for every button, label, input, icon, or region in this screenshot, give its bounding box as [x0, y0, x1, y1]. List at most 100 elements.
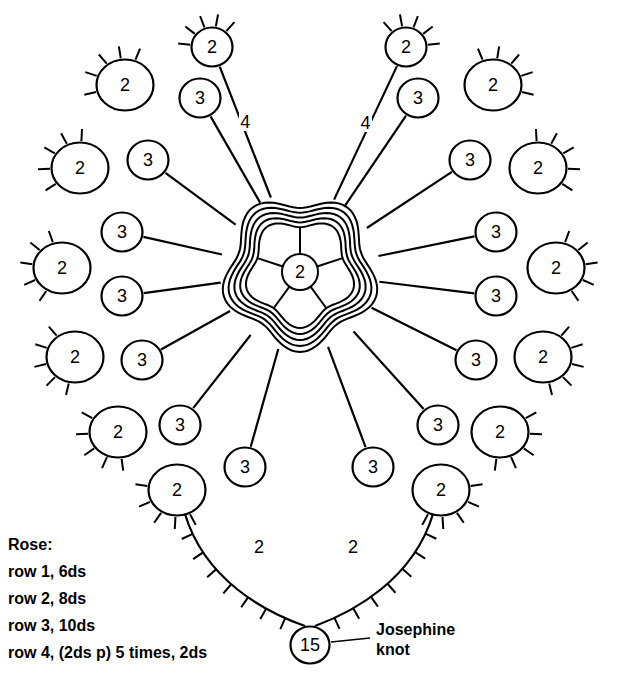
- chain-loop: 2: [50, 141, 110, 195]
- ring-outline: [413, 465, 470, 516]
- ring-outline: [160, 406, 201, 445]
- rose-heading: Rose:: [8, 535, 52, 555]
- ring-outline: [128, 141, 169, 180]
- stitch-count: 3: [143, 151, 153, 169]
- chain-count: 2: [348, 536, 358, 559]
- chain-connector: [367, 172, 452, 228]
- stitch-count: 2: [533, 159, 543, 177]
- stitch-count: 2: [551, 259, 561, 277]
- picot: [40, 291, 47, 301]
- petal-line: [299, 227, 301, 254]
- ring-outline: [102, 213, 143, 252]
- stitch-count: 3: [137, 351, 147, 369]
- ring-outline: [418, 406, 459, 445]
- tatted-ring: 3: [474, 275, 518, 317]
- chain-loop: 2: [45, 330, 105, 384]
- picot: [139, 502, 150, 507]
- picot: [521, 72, 532, 76]
- stitch-count: 2: [172, 481, 182, 499]
- picot: [84, 92, 96, 95]
- ring-outline: [47, 332, 104, 383]
- tatted-ring: 3: [126, 139, 170, 181]
- stitch-count: 2: [113, 423, 123, 441]
- ring-outline: [122, 341, 163, 380]
- picot: [122, 459, 124, 471]
- josephine-knot: 15: [289, 625, 331, 665]
- ring-outline: [52, 143, 109, 194]
- stitch-count: 3: [117, 287, 127, 305]
- ring-outline: [353, 448, 394, 487]
- tatted-ring: 3: [454, 339, 498, 381]
- chain-loop: 2: [32, 241, 92, 295]
- picot: [468, 502, 479, 507]
- picot: [47, 377, 55, 386]
- bottom-chain: [315, 514, 433, 626]
- chain-loop: 2: [95, 58, 155, 112]
- picot: [49, 327, 57, 336]
- picot: [563, 377, 571, 386]
- picot: [471, 484, 483, 486]
- picot: [193, 552, 203, 559]
- stitch-count: 2: [207, 38, 217, 56]
- chain-loop: 2: [470, 405, 530, 459]
- ring-outline: [149, 465, 206, 516]
- picot: [178, 43, 190, 44]
- chain-connector: [211, 116, 261, 202]
- picot: [428, 43, 440, 44]
- picot: [185, 27, 195, 34]
- chain-loop: 2: [513, 330, 573, 384]
- picot: [387, 584, 395, 593]
- picot: [535, 129, 538, 141]
- chain-connector: [345, 116, 406, 206]
- tatted-ring: 3: [223, 446, 267, 488]
- rose-motif: 2: [214, 187, 386, 357]
- rose-row-note: row 1, 6ds: [8, 562, 86, 582]
- picot: [44, 147, 54, 153]
- chain-connector: [378, 236, 474, 256]
- stitch-count: 2: [295, 263, 305, 281]
- petal-line: [257, 258, 282, 266]
- picot: [400, 15, 402, 27]
- ring-outline: [456, 341, 497, 380]
- picot: [402, 569, 411, 577]
- picot: [511, 457, 516, 468]
- picot: [572, 364, 584, 367]
- chain-loop: 2: [88, 405, 148, 459]
- picot: [583, 280, 594, 285]
- picot: [34, 364, 46, 367]
- picot: [334, 618, 339, 629]
- chain-connector: [161, 311, 230, 349]
- picot: [20, 263, 32, 265]
- picot: [415, 552, 425, 559]
- ring-outline: [180, 79, 221, 118]
- tatted-ring: 3: [396, 77, 440, 119]
- ring-outline: [476, 213, 517, 252]
- chain-loop: 2: [526, 241, 586, 295]
- picot: [571, 344, 582, 348]
- picot: [422, 514, 428, 525]
- picot: [549, 383, 552, 395]
- chain-connector: [251, 349, 279, 447]
- picot: [241, 597, 248, 607]
- tatted-ring: 3: [351, 446, 395, 488]
- picot: [80, 129, 83, 141]
- tatted-ring: 2: [384, 26, 428, 68]
- picot: [99, 54, 107, 63]
- rose-row-note: row 3, 10ds: [8, 616, 95, 636]
- picot: [135, 49, 140, 60]
- stitch-count: 3: [433, 416, 443, 434]
- chain-connector: [144, 283, 221, 293]
- stitch-count: 2: [120, 76, 130, 94]
- ring-outline: [398, 79, 439, 118]
- chain-count: 4: [360, 114, 372, 132]
- tatted-ring: 3: [474, 211, 518, 253]
- picot: [190, 514, 196, 525]
- picot: [568, 168, 580, 170]
- picot: [561, 327, 569, 336]
- picot: [226, 22, 234, 31]
- picot: [207, 569, 216, 577]
- ring-outline: [102, 277, 143, 316]
- tatted-ring: 2: [190, 26, 234, 68]
- picot: [66, 383, 69, 395]
